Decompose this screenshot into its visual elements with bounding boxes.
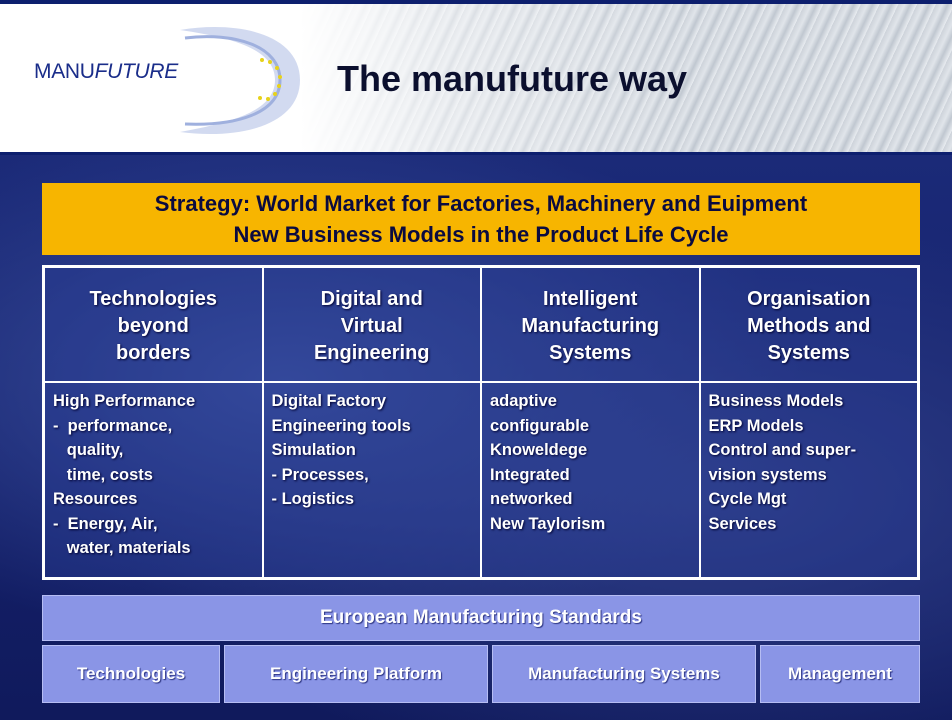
heading-line: Systems — [767, 342, 850, 364]
top-border — [0, 0, 952, 4]
heading-line: borders — [116, 342, 191, 364]
heading-line: Methods and — [747, 315, 871, 337]
page-title: The manufuture way — [337, 58, 688, 99]
manufuture-logo: MANUFUTURE — [34, 60, 178, 84]
list-item: quality, — [53, 441, 124, 459]
list-item: Knoweldege — [490, 441, 588, 459]
list-item: Resources — [53, 490, 138, 508]
list-item: New Taylorism — [490, 514, 606, 533]
main-slide: Strategy: World Market for Factories, Ma… — [0, 155, 952, 720]
heading-line: Engineering — [313, 342, 430, 364]
standard-management: Management — [760, 645, 920, 703]
list-item: adaptive — [490, 392, 557, 410]
strategy-line-1: Strategy: World Market for Factories, Ma… — [154, 191, 808, 216]
list-item: Services — [708, 514, 777, 533]
list-item: - Processes, — [271, 465, 369, 484]
standards-title: European Manufacturing Standards — [42, 595, 920, 641]
list-item: - Logistics — [271, 490, 355, 508]
list-item: vision systems — [708, 465, 827, 484]
list-item: Control and super- — [708, 441, 857, 459]
list-item: - Energy, Air, — [53, 514, 158, 533]
pillars-grid: Technologies beyond borders Digital and … — [42, 265, 920, 580]
standards-row: Technologies Engineering Platform Manufa… — [42, 645, 920, 703]
pillar-items-intelligent: adaptive configurable Knoweldege Integra… — [481, 382, 700, 578]
pillar-heading-intelligent: Intelligent Manufacturing Systems — [481, 267, 700, 382]
heading-line: Systems — [549, 342, 632, 364]
list-item: Simulation — [271, 441, 356, 459]
strategy-banner: Strategy: World Market for Factories, Ma… — [42, 183, 920, 255]
pillar-heading-technologies: Technologies beyond borders — [44, 267, 263, 382]
list-item: time, costs — [53, 465, 153, 484]
logo-manu: MANU — [34, 60, 95, 83]
list-item: Cycle Mgt — [708, 490, 787, 508]
list-item: configurable — [490, 416, 590, 435]
pillar-heading-organisation: Organisation Methods and Systems — [699, 267, 918, 382]
heading-line: Organisation — [747, 288, 871, 310]
list-item: Integrated — [490, 465, 570, 484]
rowing-photo-banner — [300, 0, 952, 152]
pillar-heading-digital: Digital and Virtual Engineering — [262, 267, 481, 382]
list-item: - performance, — [53, 416, 173, 435]
standard-engineering-platform: Engineering Platform — [224, 645, 488, 703]
heading-line: beyond — [117, 315, 189, 337]
list-item: Digital Factory — [271, 392, 387, 410]
standard-manufacturing-systems: Manufacturing Systems — [492, 645, 756, 703]
list-item: ERP Models — [708, 416, 804, 435]
list-item: Engineering tools — [271, 416, 411, 435]
heading-line: Technologies — [89, 288, 217, 310]
list-item: water, materials — [53, 539, 191, 557]
list-item: High Performance — [53, 392, 196, 410]
pillar-items-digital: Digital Factory Engineering tools Simula… — [262, 382, 481, 578]
list-item: networked — [490, 490, 573, 508]
strategy-line-2: New Business Models in the Product Life … — [233, 222, 729, 247]
header: MANUFUTURE The manufuture way — [0, 0, 952, 155]
heading-line: Intelligent — [543, 288, 638, 310]
heading-line: Digital and — [320, 288, 423, 310]
standard-technologies: Technologies — [42, 645, 220, 703]
pillar-items-technologies: High Performance - performance, quality,… — [44, 382, 263, 578]
heading-line: Manufacturing — [521, 315, 660, 337]
logo-future: FUTURE — [94, 60, 179, 83]
list-item: Business Models — [708, 392, 844, 410]
eu-swoosh-icon — [180, 27, 300, 135]
heading-line: Virtual — [340, 315, 403, 337]
pillar-items-organisation: Business Models ERP Models Control and s… — [699, 382, 918, 578]
